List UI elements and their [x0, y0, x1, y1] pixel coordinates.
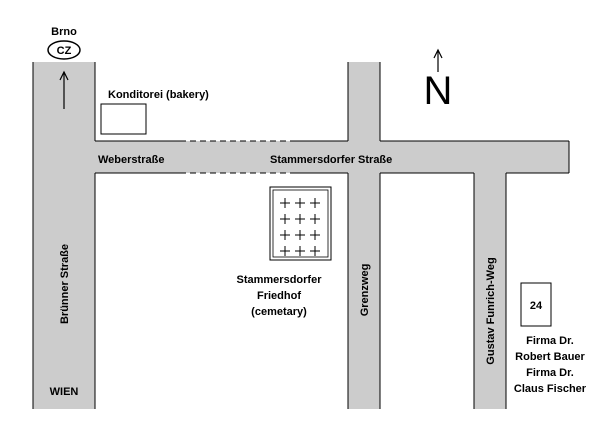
firm-line3: Firma Dr. — [526, 367, 574, 379]
arrow-up-icon — [59, 70, 69, 109]
north-label: N — [424, 69, 453, 113]
bruenner-strasse-label: Brünner Straße — [59, 244, 71, 324]
brno-label: Brno — [51, 26, 77, 38]
cemetery-name-line2: Friedhof — [257, 290, 301, 302]
cemetery[interactable] — [269, 186, 332, 261]
gustav-funrich-weg-label: Gustav Funrich-Weg — [485, 257, 497, 364]
weberstrasse-label: Weberstraße — [98, 154, 164, 166]
cemetery-name-line1: Stammersdorfer — [237, 274, 323, 286]
gustav-funrich-weg-road[interactable] — [474, 173, 506, 409]
building-number: 24 — [530, 300, 543, 312]
cemetery-name-line3: (cemetary) — [251, 306, 307, 318]
firm-line1: Firma Dr. — [526, 335, 574, 347]
firm-line2: Robert Bauer — [515, 351, 585, 363]
wien-label: WIEN — [50, 386, 79, 398]
bruenner-strasse-road[interactable] — [33, 62, 95, 409]
cross-icon — [280, 198, 320, 256]
cz-badge-outline — [47, 40, 81, 60]
bakery-label: Konditorei (bakery) — [108, 89, 209, 101]
grenzweg-road[interactable] — [348, 62, 380, 409]
stammersdorfer-strasse-label: Stammersdorfer Straße — [270, 154, 392, 166]
stammersdorfer-strasse-road[interactable] — [95, 141, 569, 173]
cz-badge-label: CZ — [57, 45, 72, 57]
bakery-building[interactable] — [100, 103, 147, 135]
firm-line4: Claus Fischer — [514, 383, 587, 395]
roads — [33, 62, 569, 409]
grenzweg-label: Grenzweg — [359, 264, 371, 317]
firm-building[interactable] — [520, 282, 552, 327]
north-arrow-icon: N — [424, 48, 453, 113]
road-edges — [32, 62, 570, 409]
